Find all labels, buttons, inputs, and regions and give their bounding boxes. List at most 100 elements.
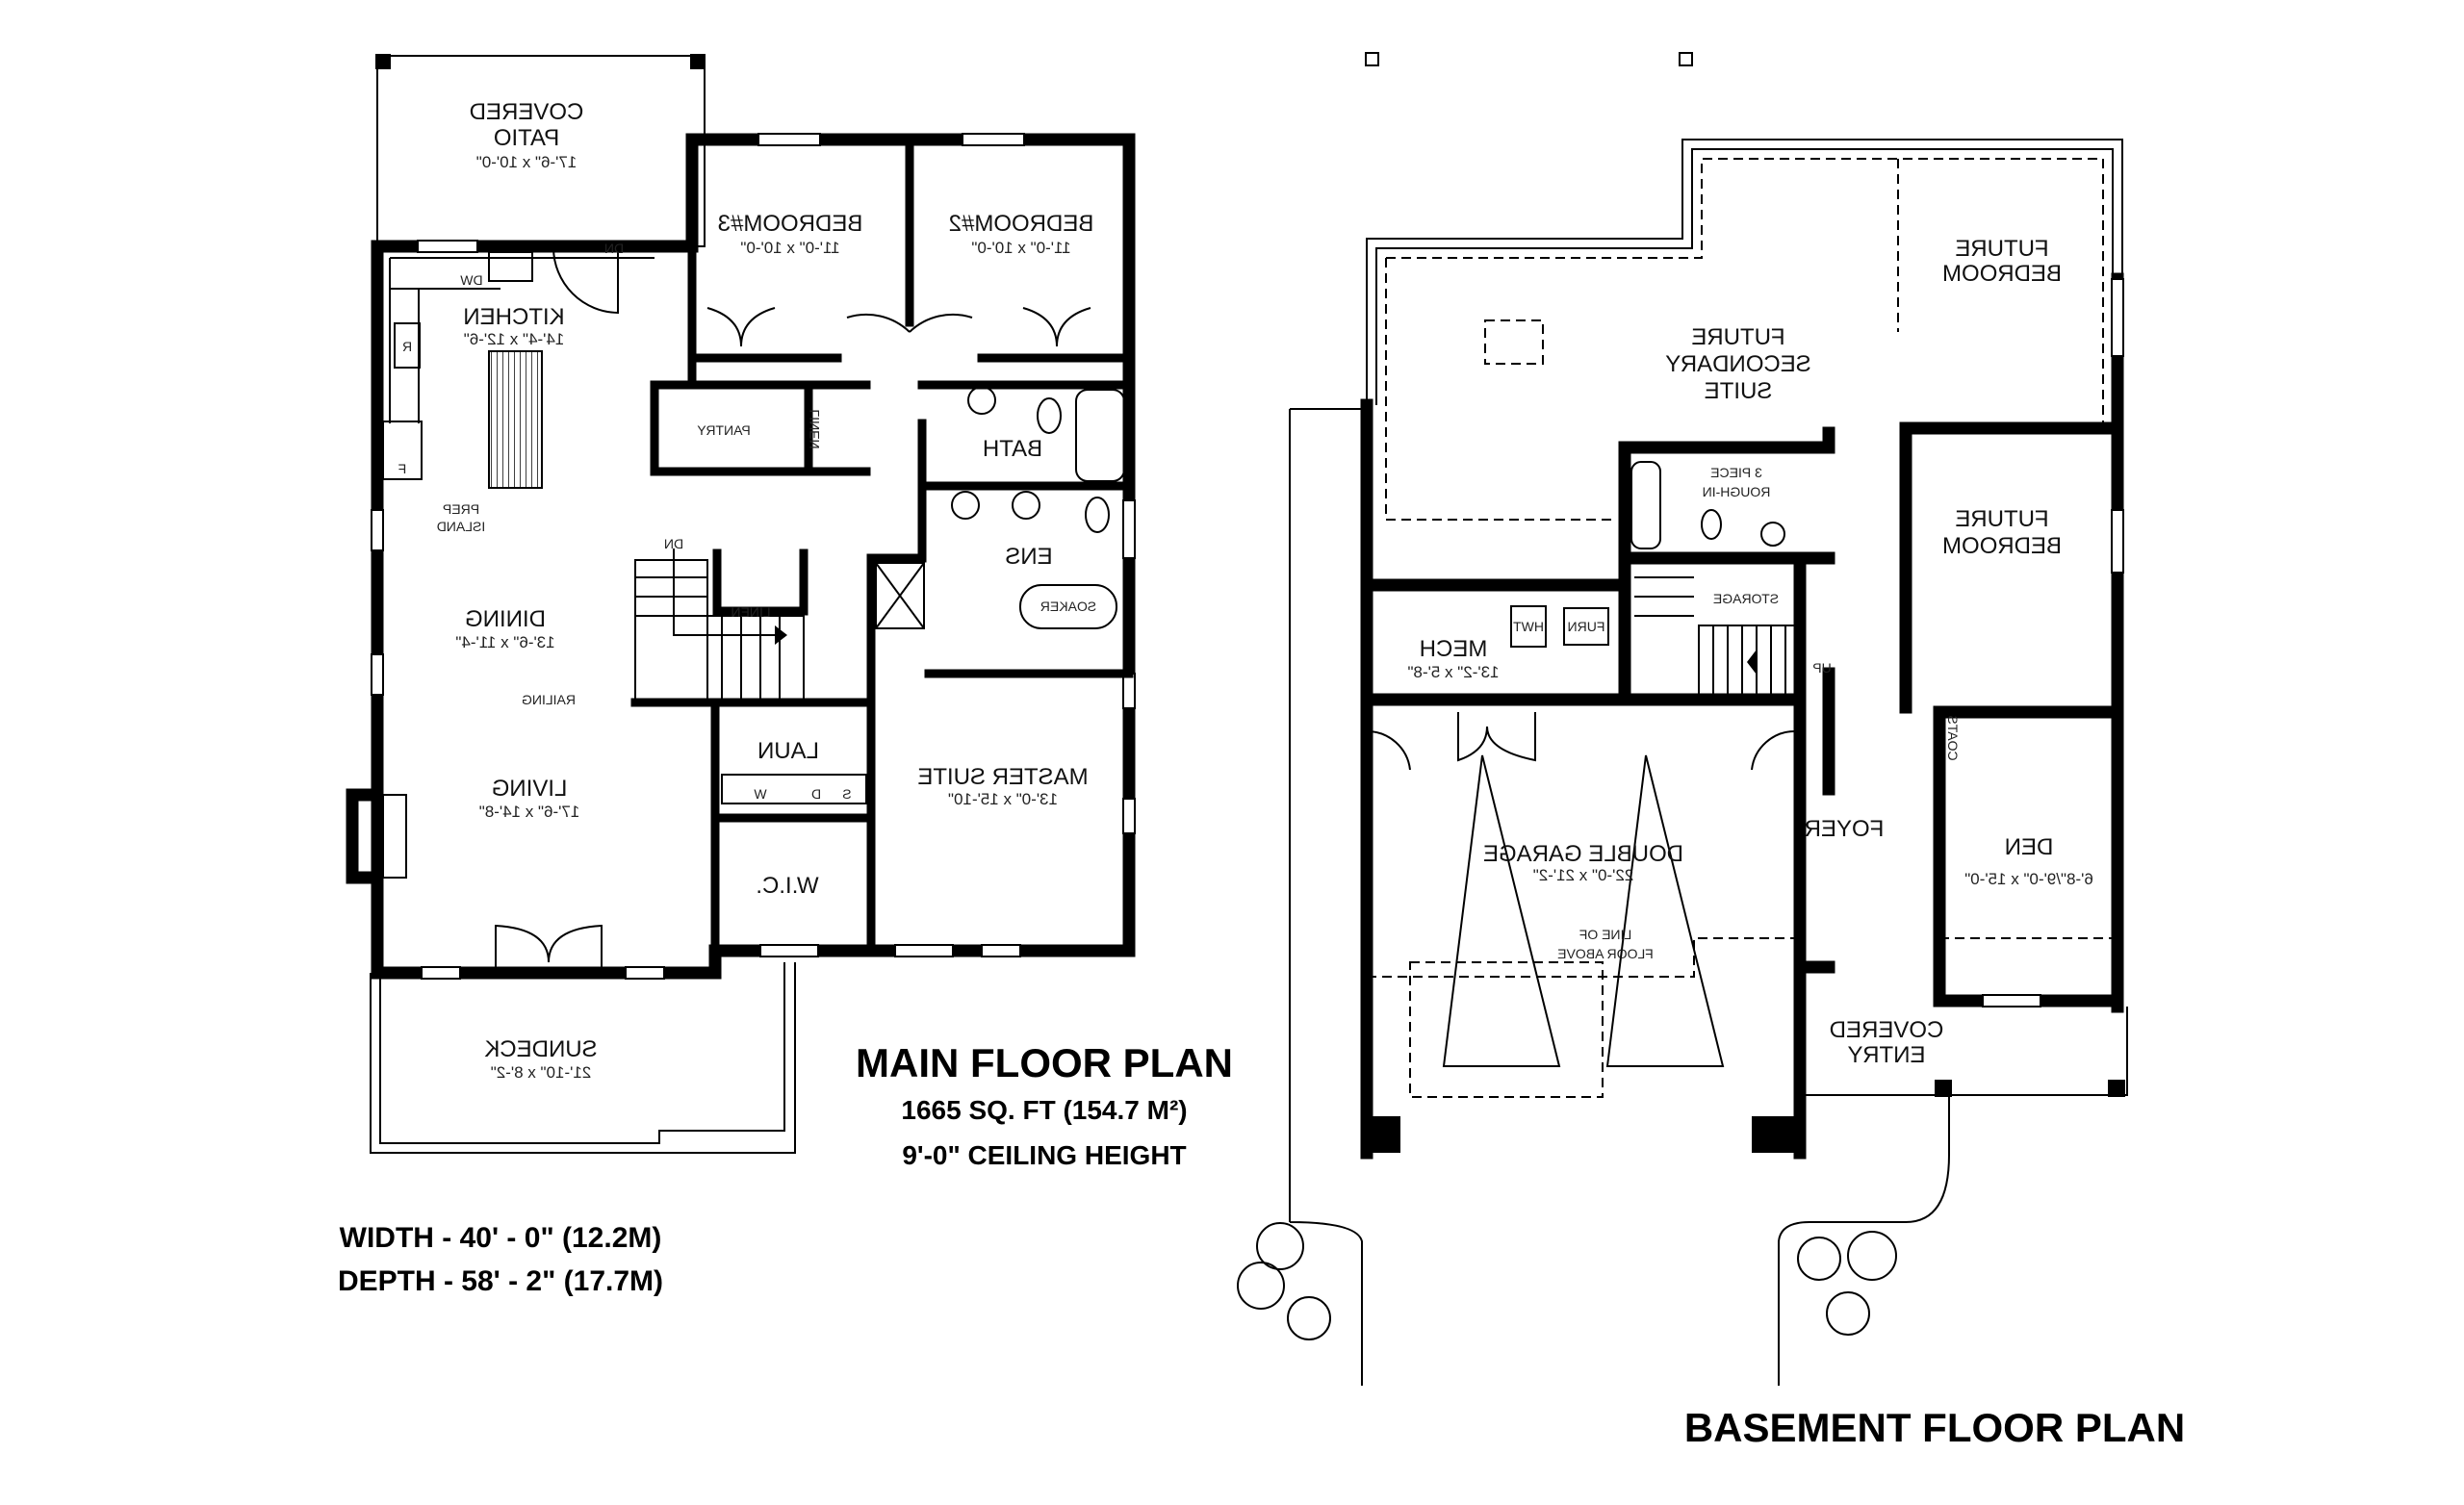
basement-labels: FUTURE SECONDARY SUITE FUTURE BEDROOM 3 …	[1407, 236, 2092, 1068]
entry-post	[2108, 1080, 2125, 1097]
window	[962, 133, 1025, 146]
basement-stairs	[1634, 576, 1801, 699]
room-name: BEDROOM#2	[949, 211, 1094, 237]
ens-toilet	[1085, 497, 1110, 533]
kitchen-counter	[389, 257, 654, 423]
room-dims: 11'-0" x 10'-0"	[971, 239, 1070, 257]
window	[421, 966, 461, 980]
window	[371, 509, 384, 551]
overall-width: WIDTH - 40' - 0" (12.2M)	[340, 1222, 662, 1254]
room-name: PATIO	[494, 125, 559, 151]
room-name: SUNDECK	[484, 1036, 597, 1062]
annotation: DN	[664, 536, 683, 551]
room-name: FUTURE	[1955, 506, 2048, 532]
toilet	[1037, 397, 1062, 434]
walkway-lines	[1289, 408, 1950, 1386]
window	[981, 944, 1021, 957]
room-dims: 22'-0" x 21'-2"	[1533, 866, 1634, 884]
sink	[967, 386, 996, 415]
window	[1122, 673, 1136, 709]
annotation: S	[842, 786, 851, 802]
ens-sink	[1012, 491, 1040, 520]
floor-above-line	[1367, 937, 2118, 978]
hwt	[1510, 605, 1547, 648]
room-dims: 13'-6" x 11'-4"	[455, 633, 554, 651]
annotation: W	[754, 786, 767, 802]
room-name: FUTURE	[1691, 324, 1784, 350]
room-name: FOYER	[1805, 816, 1885, 842]
room-name: DINING	[465, 606, 546, 632]
main-floor-area: 1665 SQ. FT (154.7 M²)	[901, 1095, 1187, 1125]
annotation: 3 PIECE	[1710, 465, 1762, 480]
room-name: DEN	[2005, 834, 2054, 860]
covered-entry-outline	[1800, 1007, 2128, 1096]
room-name: DOUBLE GARAGE	[1483, 841, 1683, 867]
overall-depth: DEPTH - 58' - 2" (17.7M)	[338, 1265, 663, 1297]
basement-floor-plan	[1237, 52, 2128, 1386]
annotation: R	[402, 339, 412, 354]
laundry-counter	[721, 774, 867, 804]
room-name: W.I.C.	[756, 873, 818, 899]
room-dims: 17'-6" x 14'-8"	[479, 803, 580, 821]
main-floor-plan	[346, 54, 1136, 1154]
living-french-doors	[495, 924, 603, 973]
fridge	[382, 421, 423, 480]
room-name: MASTER SUITE	[917, 764, 1088, 790]
room-name: LINEN	[807, 409, 822, 448]
shower-x	[875, 562, 925, 629]
garage-car-outline	[1442, 754, 1725, 1067]
room-name: MECH	[1420, 636, 1488, 662]
marker	[1679, 52, 1693, 66]
closet-doors	[706, 307, 1091, 347]
room-name: COATS	[1945, 715, 1961, 760]
entry-post	[1935, 1080, 1952, 1097]
annotation: DW	[460, 272, 483, 288]
future-walls	[1385, 158, 2104, 521]
annotation: LINE OF	[1579, 927, 1631, 942]
window	[371, 653, 384, 696]
room-name: SECONDARY	[1665, 351, 1811, 377]
window	[2111, 509, 2124, 574]
main-floor-ceiling: 9'-0" CEILING HEIGHT	[902, 1140, 1186, 1170]
annotation: HWT	[1513, 619, 1544, 634]
patio-post	[690, 54, 706, 69]
main-floor-labels: COVERED PATIO 17'-6" x 10'-0" BEDROOM#3 …	[398, 99, 1096, 1082]
basement-walls	[1360, 272, 2124, 1160]
room-name: BATH	[983, 436, 1042, 462]
annotation: UP	[1812, 660, 1831, 676]
fireplace	[346, 788, 384, 884]
window	[625, 966, 665, 980]
basement-floor-title: BASEMENT FLOOR PLAN	[1684, 1405, 2185, 1450]
annotation: ISLAND	[437, 519, 486, 534]
patio-door-swing	[552, 246, 619, 315]
marker	[1365, 52, 1379, 66]
furnace	[1563, 607, 1609, 646]
prep-island	[488, 350, 543, 489]
garage-post	[1367, 1116, 1400, 1153]
kitchen-sink	[488, 251, 533, 282]
room-dims: 17'-6" x 10'-0"	[476, 153, 578, 171]
bedroom-doors	[846, 313, 973, 333]
covered-patio-outline	[376, 55, 706, 247]
rough-in-toilet	[1701, 509, 1722, 540]
ens-sink	[951, 491, 980, 520]
interior-walls	[630, 135, 1134, 956]
annotation: SOAKER	[1040, 599, 1096, 614]
annotation: DN	[604, 241, 624, 256]
range	[394, 322, 421, 369]
room-name: LINEN	[731, 604, 770, 620]
annotation: FLOOR ABOVE	[1557, 946, 1654, 961]
soaker-tub	[1019, 584, 1117, 629]
window	[759, 944, 819, 957]
window	[1122, 798, 1136, 834]
room-name: LIVING	[492, 776, 568, 802]
garage-doors	[1366, 712, 1796, 771]
window	[417, 240, 478, 253]
foundation-outline	[1366, 139, 2123, 405]
room-name: BEDROOM#3	[718, 211, 863, 237]
room-name: STORAGE	[1713, 591, 1779, 606]
room-name: PANTRY	[697, 422, 751, 438]
room-dims: 13'-0" x 15'-10"	[948, 790, 1058, 808]
room-name: BEDROOM	[1942, 533, 2062, 559]
window	[1122, 499, 1136, 559]
